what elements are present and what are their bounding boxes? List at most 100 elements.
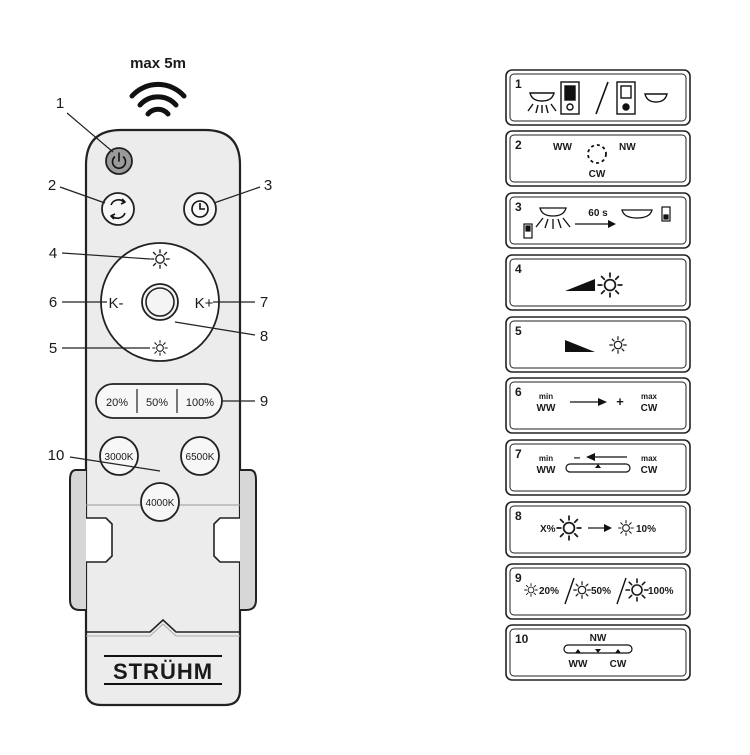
legend-3-time: 60 s bbox=[588, 208, 608, 219]
legend-number-6: 6 bbox=[515, 385, 522, 399]
legend-7-ww: WW bbox=[537, 465, 556, 476]
separator-slash-icon bbox=[616, 577, 627, 605]
k-minus-button[interactable]: K- bbox=[109, 295, 124, 312]
legend-item-4 bbox=[565, 272, 623, 298]
ramp-up-icon bbox=[565, 279, 595, 291]
legend-number-8: 8 bbox=[515, 509, 522, 523]
legend-8-to: 10% bbox=[636, 524, 656, 535]
legend-number-3: 3 bbox=[515, 200, 522, 214]
cycle-icon bbox=[110, 198, 126, 220]
legend-7-minus: – bbox=[574, 450, 581, 464]
legend-item-1 bbox=[527, 81, 668, 115]
legend-item-8: X% 10% bbox=[540, 515, 656, 541]
legend-number-4: 4 bbox=[515, 262, 522, 276]
timer-button[interactable] bbox=[183, 192, 217, 226]
separator-slash-icon bbox=[564, 577, 575, 605]
legend-number-1: 1 bbox=[515, 77, 522, 91]
cct-slider-icon bbox=[565, 463, 631, 473]
k-plus-button[interactable]: K+ bbox=[195, 295, 214, 312]
switch-off-icon bbox=[616, 81, 636, 115]
callout-2: 2 bbox=[48, 177, 56, 194]
legend-number-7: 7 bbox=[515, 447, 522, 461]
cct-slider-icon bbox=[563, 644, 633, 654]
separator-slash-icon bbox=[595, 81, 609, 115]
callout-8: 8 bbox=[260, 328, 268, 345]
legend-9-50: 50% bbox=[591, 586, 611, 597]
preset-100-button[interactable]: 100% bbox=[186, 397, 214, 409]
legend-number-10: 10 bbox=[515, 632, 529, 646]
preset-50-button[interactable]: 50% bbox=[146, 397, 168, 409]
cct-3000k-button[interactable]: 3000K bbox=[99, 436, 139, 476]
legend-item-2: WW NW CW bbox=[553, 142, 636, 180]
night-mode-button[interactable] bbox=[141, 283, 179, 321]
legend-10-cw: CW bbox=[610, 659, 627, 670]
arrow-right-icon bbox=[570, 398, 607, 406]
callout-7: 7 bbox=[260, 294, 268, 311]
legend-6-min: min bbox=[539, 392, 553, 401]
preset-20-button[interactable]: 20% bbox=[106, 397, 128, 409]
callout-3: 3 bbox=[264, 177, 272, 194]
ramp-down-icon bbox=[565, 340, 595, 352]
legend-item-5 bbox=[565, 336, 627, 354]
wifi-signal-icon bbox=[129, 81, 187, 117]
legend-number-5: 5 bbox=[515, 324, 522, 338]
legend-6-ww: WW bbox=[537, 403, 556, 414]
cct-6500k-button[interactable]: 6500K bbox=[180, 436, 220, 476]
legend-6-plus: + bbox=[616, 394, 624, 409]
color-cycle-button[interactable] bbox=[101, 192, 135, 226]
legend-item-9: 20% 50% 100% bbox=[524, 577, 674, 605]
legend-7-cw: CW bbox=[641, 465, 658, 476]
lamp-off-icon bbox=[644, 93, 668, 103]
legend-item-10: NW WW CW bbox=[563, 633, 633, 670]
legend-6-cw: CW bbox=[641, 403, 658, 414]
legend-10-ww: WW bbox=[569, 659, 588, 670]
switch-small-off-icon bbox=[661, 206, 671, 222]
legend-2-cw: CW bbox=[589, 169, 606, 180]
legend-number-9: 9 bbox=[515, 571, 522, 585]
legend-8-from: X% bbox=[540, 524, 556, 535]
legend-6-max: max bbox=[641, 392, 658, 401]
cct-4000k-label: 4000K bbox=[146, 498, 175, 509]
callout-6: 6 bbox=[49, 294, 57, 311]
switch-on-icon bbox=[560, 81, 580, 115]
legend-item-6: min WW + max CW bbox=[537, 392, 658, 414]
legend-10-nw: NW bbox=[590, 633, 607, 644]
clock-icon bbox=[191, 200, 209, 218]
arrow-right-icon bbox=[575, 220, 616, 228]
legend-9-20: 20% bbox=[539, 586, 559, 597]
legend-numbers: 1 2 3 4 5 6 7 8 9 10 bbox=[515, 77, 529, 646]
legend-7-max: max bbox=[641, 454, 658, 463]
arrow-right-icon bbox=[588, 524, 612, 532]
callout-10: 10 bbox=[48, 447, 65, 464]
callout-4: 4 bbox=[49, 245, 57, 262]
power-icon bbox=[111, 152, 127, 169]
brightness-dial: K- K+ bbox=[100, 242, 220, 362]
power-button[interactable] bbox=[105, 147, 133, 175]
cct-4000k-button[interactable]: 4000K bbox=[140, 482, 180, 522]
brand-logo: STRÜHM bbox=[113, 659, 213, 684]
range-label: max 5m bbox=[130, 55, 186, 72]
dotted-cycle-icon bbox=[587, 144, 607, 164]
lamp-on-icon bbox=[527, 92, 557, 114]
callout-1: 1 bbox=[56, 95, 64, 112]
remote-control: max 5m STRÜHM bbox=[48, 55, 273, 707]
legend-frames bbox=[505, 69, 691, 681]
callout-9: 9 bbox=[260, 393, 268, 410]
legend-number-2: 2 bbox=[515, 138, 522, 152]
arrow-left-icon bbox=[586, 453, 627, 461]
brightness-presets: 20% 50% 100% bbox=[95, 383, 223, 419]
legend-item-3: 60 s bbox=[523, 206, 671, 239]
cct-6500k-label: 6500K bbox=[186, 452, 215, 463]
function-legend: 1 2 3 4 5 6 7 8 9 10 bbox=[505, 69, 691, 681]
callout-lines bbox=[59, 112, 261, 472]
legend-9-100: 100% bbox=[648, 586, 674, 597]
switch-small-on-icon bbox=[523, 223, 533, 239]
legend-2-ww: WW bbox=[553, 142, 572, 153]
callout-numbers: 1 2 3 4 6 7 8 5 9 10 bbox=[48, 95, 273, 464]
legend-item-7: min WW – max CW bbox=[537, 450, 658, 476]
cct-3000k-label: 3000K bbox=[105, 452, 134, 463]
legend-2-nw: NW bbox=[619, 142, 636, 153]
lamp-off-icon bbox=[621, 209, 653, 219]
callout-5: 5 bbox=[49, 340, 57, 357]
